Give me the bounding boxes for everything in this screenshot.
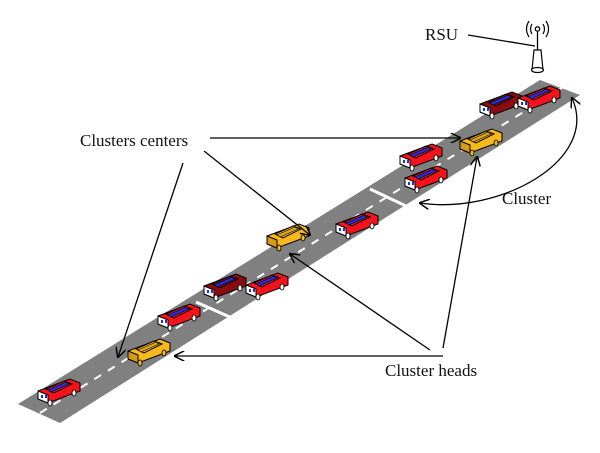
cluster-head-car-icon (127, 338, 171, 367)
cluster-boundary (195, 300, 233, 320)
clusters-centers-label: Clusters centers (80, 131, 188, 150)
cluster-span-arrow (420, 98, 577, 205)
heads-arrow-middle (290, 254, 431, 351)
cluster-boundary (369, 187, 409, 209)
centers-arrow-middle (203, 150, 310, 235)
car-icon (335, 211, 379, 240)
cluster-head-car-icon (266, 223, 310, 252)
cluster-heads-label: Cluster heads (385, 361, 477, 380)
car-icon (245, 272, 289, 301)
rsu-label: RSU (425, 25, 458, 44)
rsu-connector (467, 34, 536, 47)
heads-arrow-top (442, 157, 477, 349)
centers-arrow-bottom (118, 162, 184, 357)
car-icon (37, 378, 81, 407)
car-icon (157, 303, 201, 332)
rsu-tower-icon (525, 20, 550, 74)
car-icon (203, 273, 247, 302)
